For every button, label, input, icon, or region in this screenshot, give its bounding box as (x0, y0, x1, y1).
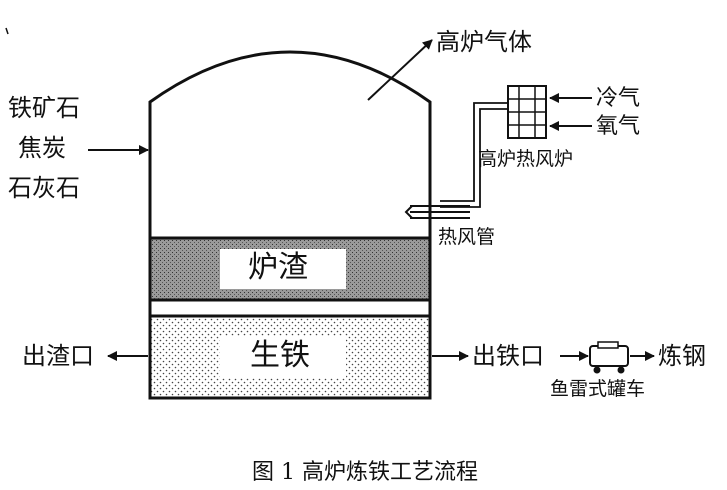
label-iron-outlet: 出铁口 (472, 342, 544, 370)
label-slag-outlet: 出渣口 (22, 342, 94, 370)
torpedo-car-icon (589, 341, 629, 374)
label-hot-blast-pipe: 热风管 (438, 226, 496, 248)
label-ore: 铁矿石 (8, 94, 80, 122)
label-coke: 焦炭 (18, 134, 66, 162)
figure-caption: 图 1 高炉炼铁工艺流程 (252, 460, 478, 485)
label-limestone: 石灰石 (8, 174, 80, 202)
corner-mark (5, 27, 9, 35)
label-hot-stove: 高炉热风炉 (478, 148, 574, 170)
label-oxygen: 氧气 (596, 114, 641, 139)
separator-band (148, 298, 432, 318)
gas-arrow (367, 39, 433, 101)
hot-blast-pipe (440, 102, 508, 202)
label-pig-iron: 生铁 (250, 338, 310, 373)
pig-iron-label-box (220, 336, 346, 378)
slag-label-box (220, 249, 346, 289)
label-steelmaking: 炼钢 (658, 342, 706, 370)
label-cold-air: 冷气 (596, 86, 641, 111)
label-gas: 高炉气体 (436, 28, 532, 56)
furnace-shell (148, 50, 432, 400)
label-torpedo-car: 鱼雷式罐车 (550, 378, 646, 400)
label-slag: 炉渣 (248, 250, 308, 285)
